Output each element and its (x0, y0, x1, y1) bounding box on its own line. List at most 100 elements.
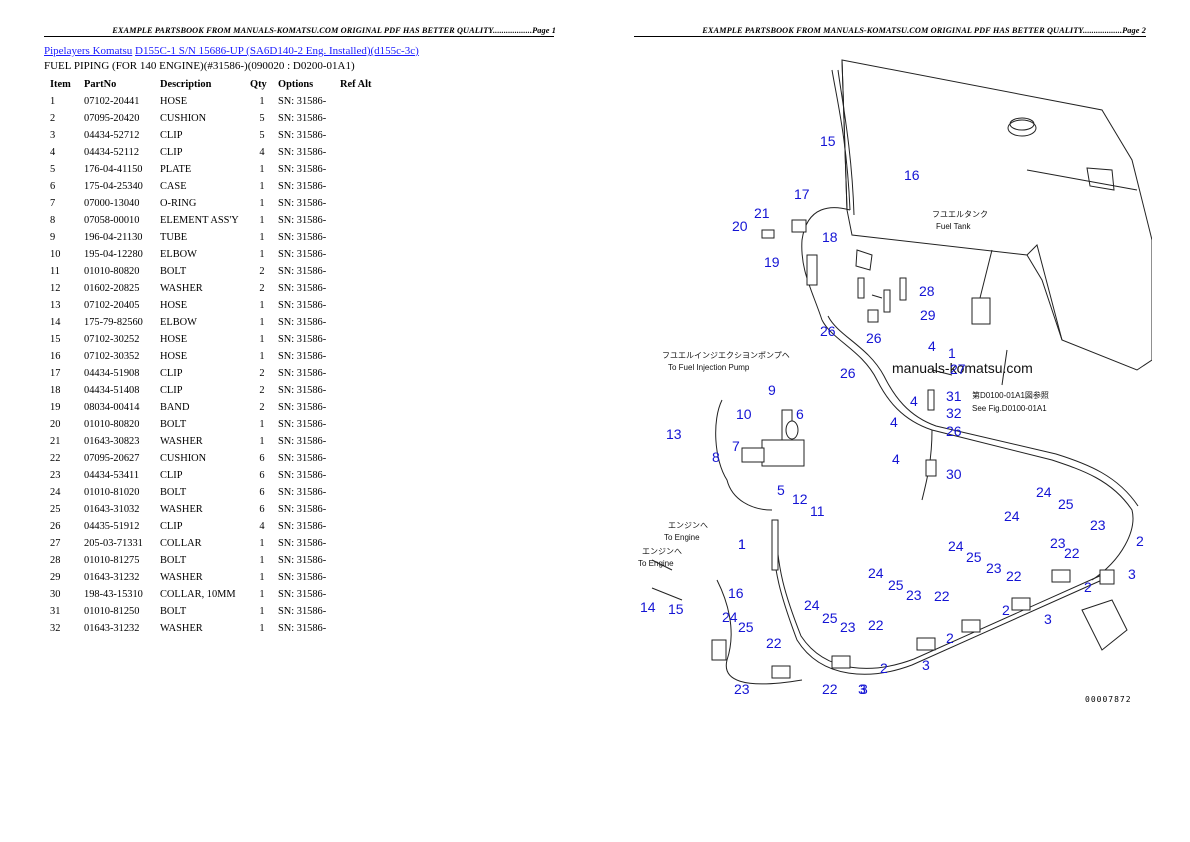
cell-description: BOLT (160, 266, 187, 277)
cell-options: SN: 31586- (278, 623, 327, 634)
cell-qty: 2 (259, 368, 265, 379)
cell-qty: 1 (259, 181, 265, 192)
callout-number: 7 (732, 438, 740, 454)
cell-options: SN: 31586- (278, 385, 327, 396)
cell-options: SN: 31586- (278, 555, 327, 566)
callout-number: 2 (946, 630, 954, 646)
cell-qty: 2 (259, 385, 265, 396)
cell-ref-alt (338, 382, 382, 399)
breadcrumb-link-model[interactable]: D155C-1 S/N 15686-UP (SA6D140-2 Eng. Ins… (135, 45, 419, 57)
cell-description: CUSHION (160, 113, 207, 124)
callout-number: 16 (904, 167, 920, 183)
cell-description: HOSE (160, 334, 188, 345)
callout-number: 22 (1006, 568, 1022, 584)
cell-item: 13 (50, 300, 61, 311)
cell-qty: 2 (259, 266, 265, 277)
callout-number: 6 (796, 406, 804, 422)
watermark: manuals-komatsu.com (892, 360, 1033, 376)
leader-lines (651, 294, 1008, 601)
callout-number: 22 (766, 635, 782, 651)
breadcrumb-link-category[interactable]: Pipelayers Komatsu (44, 45, 133, 57)
column-header-options: Options (278, 79, 314, 90)
cell-qty: 4 (259, 147, 265, 158)
callout-number: 26 (946, 423, 962, 439)
callout-number: 25 (822, 610, 838, 626)
cell-ref-alt (338, 416, 382, 433)
cell-options: SN: 31586- (278, 130, 327, 141)
column-header-ref-alt: Ref Alt (340, 79, 372, 90)
cell-options: SN: 31586- (278, 198, 327, 209)
callout-number: 15 (820, 133, 836, 149)
callout-number: 13 (666, 426, 682, 442)
cell-partno: 07095-20627 (84, 453, 140, 464)
cell-partno: 01643-31232 (84, 623, 140, 634)
section-title: FUEL PIPING (FOR 140 ENGINE)(#31586-)(09… (44, 60, 355, 72)
cell-qty: 1 (259, 538, 265, 549)
callout-number: 4 (928, 338, 936, 354)
cell-qty: 1 (259, 623, 265, 634)
cell-partno: 07095-20420 (84, 113, 140, 124)
callout-number: 1 (738, 536, 746, 552)
to-engine-label-en-1: To Engine (664, 533, 700, 542)
callout-number: 23 (986, 560, 1002, 576)
fuel-lines (715, 69, 1139, 685)
cell-item: 3 (50, 130, 56, 141)
cell-options: SN: 31586- (278, 589, 327, 600)
to-engine-label-en-2: To Engine (638, 559, 674, 568)
cell-qty: 6 (259, 470, 265, 481)
cell-options: SN: 31586- (278, 147, 327, 158)
callout-number: 4 (892, 451, 900, 467)
callout-number: 22 (868, 617, 884, 633)
callout-number: 24 (1036, 484, 1052, 500)
cell-qty: 6 (259, 504, 265, 515)
fuel-filter-assembly (741, 409, 805, 571)
cell-item: 22 (50, 453, 61, 464)
cell-ref-alt (338, 433, 382, 450)
cell-qty: 2 (259, 283, 265, 294)
callout-number: 8 (712, 449, 720, 465)
cell-partno: 01010-81020 (84, 487, 140, 498)
cell-options: SN: 31586- (278, 419, 327, 430)
cell-item: 28 (50, 555, 61, 566)
cell-partno: 01643-31232 (84, 572, 140, 583)
cell-partno: 175-04-25340 (84, 181, 143, 192)
callout-number: 3 (860, 681, 868, 697)
cell-partno: 01010-81250 (84, 606, 140, 617)
clamps-and-bolts (711, 219, 1128, 679)
cell-item: 30 (50, 589, 61, 600)
cell-partno: 07102-30252 (84, 334, 140, 345)
cell-options: SN: 31586- (278, 351, 327, 362)
cell-partno: 196-04-21130 (84, 232, 143, 243)
cell-qty: 1 (259, 419, 265, 430)
cell-item: 15 (50, 334, 61, 345)
cell-qty: 5 (259, 113, 265, 124)
callout-number: 27 (950, 361, 966, 377)
cell-item: 18 (50, 385, 61, 396)
cell-partno: 198-43-15310 (84, 589, 143, 600)
cell-options: SN: 31586- (278, 521, 327, 532)
cell-options: SN: 31586- (278, 487, 327, 498)
callout-number: 15 (668, 601, 684, 617)
cell-item: 29 (50, 572, 61, 583)
cell-qty: 1 (259, 96, 265, 107)
header-rule-right (634, 36, 1146, 37)
cell-description: WASHER (160, 283, 203, 294)
cell-ref-alt (338, 569, 382, 586)
fuel-piping-illustration: フユエルタンク Fuel Tank フユエルインジエクシヨンポンプヘ To Fu… (638, 59, 1153, 697)
callout-number: 25 (738, 619, 754, 635)
callout-number: 3 (1044, 611, 1052, 627)
callout-number: 21 (754, 205, 770, 221)
cell-partno: 04435-51912 (84, 521, 140, 532)
cell-qty: 2 (259, 402, 265, 413)
